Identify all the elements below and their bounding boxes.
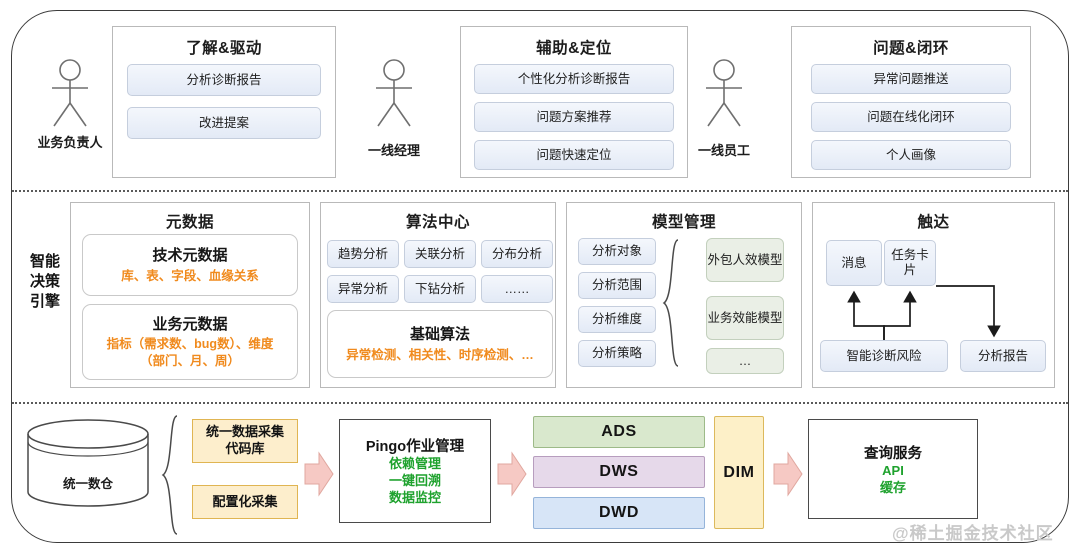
engine-label-line-1: 智能 — [29, 253, 60, 270]
card-subtitle-line-1: 指标（需求数、bug数）、维度 — [106, 337, 274, 352]
actor-label-3: 一线员工 — [697, 143, 750, 158]
feature-pill-fast-locate[interactable]: 问题快速定位 — [474, 140, 674, 170]
pingo-line-1: 依赖管理 — [388, 456, 441, 472]
model-pill-business-efficiency[interactable]: 业务效能模型 — [706, 296, 784, 340]
pingo-title: Pingo作业管理 — [365, 439, 465, 456]
algo-pill-distribution[interactable]: 分布分析 — [481, 240, 553, 268]
collect-box-config-collect[interactable]: 配置化采集 — [192, 485, 298, 519]
card-subtitle: 异常检测、相关性、时序检测、… — [346, 347, 534, 362]
reach-node-risk-diagnosis[interactable]: 智能诊断风险 — [820, 340, 948, 372]
card-title: 基础算法 — [409, 326, 470, 343]
collect-box-line-1: 配置化采集 — [212, 493, 278, 509]
collect-box-line-1: 统一数据采集 — [205, 424, 284, 440]
model-pill-object[interactable]: 分析对象 — [578, 238, 656, 265]
person-icon — [52, 59, 88, 127]
model-pill-scope[interactable]: 分析范围 — [578, 272, 656, 299]
algo-pill-correlation[interactable]: 关联分析 — [404, 240, 476, 268]
outer-container — [11, 10, 1069, 543]
warehouse-label: 统一数仓 — [62, 477, 113, 491]
model-pill-strategy[interactable]: 分析策略 — [578, 340, 656, 367]
panel-title-model-management: 模型管理 — [651, 214, 716, 231]
algo-pill-trend[interactable]: 趋势分析 — [327, 240, 399, 268]
algo-pill-anomaly[interactable]: 异常分析 — [327, 275, 399, 303]
card-subtitle-line-2: （部门、月、周） — [139, 353, 240, 368]
group-title-problem-closeloop: 问题&闭环 — [873, 40, 949, 57]
panel-title-algorithm-center: 算法中心 — [405, 214, 470, 231]
collect-box-line-2: 代码库 — [225, 441, 265, 456]
model-pill-more[interactable]: … — [706, 348, 784, 374]
person-icon — [706, 59, 742, 127]
reach-connector-arrows — [847, 285, 1001, 340]
layer-box-dim[interactable]: DIM — [714, 416, 764, 529]
query-line-1: API — [882, 462, 904, 478]
model-pill-dimension[interactable]: 分析维度 — [578, 306, 656, 333]
actor-label-2: 一线经理 — [367, 143, 420, 158]
layer-box-dws[interactable]: DWS — [533, 456, 705, 488]
card-subtitle: 库、表、字段、血缘关系 — [121, 268, 259, 283]
card-title: 技术元数据 — [152, 247, 228, 264]
box-pingo-job-management[interactable]: Pingo作业管理 依赖管理 一键回溯 数据监控 — [339, 419, 491, 523]
feature-pill-anomaly-push[interactable]: 异常问题推送 — [811, 64, 1011, 94]
section-separator-top — [12, 190, 1068, 192]
arrow-right-icon — [497, 451, 527, 497]
card-technical-metadata: 技术元数据 库、表、字段、血缘关系 — [82, 234, 298, 296]
actor-label-1: 业务负责人 — [37, 135, 103, 150]
card-business-metadata: 业务元数据 指标（需求数、bug数）、维度 （部门、月、周） — [82, 304, 298, 380]
feature-pill-improvement-proposal[interactable]: 改进提案 — [127, 107, 321, 139]
model-pill-outsource-efficiency[interactable]: 外包人效模型 — [706, 238, 784, 282]
reach-node-analysis-report[interactable]: 分析报告 — [960, 340, 1046, 372]
person-icon — [376, 59, 412, 127]
query-line-2: 缓存 — [879, 479, 906, 495]
feature-pill-personalized-report[interactable]: 个性化分析诊断报告 — [474, 64, 674, 94]
feature-pill-personal-profile[interactable]: 个人画像 — [811, 140, 1011, 170]
card-base-algorithm: 基础算法 异常检测、相关性、时序检测、… — [327, 310, 553, 378]
reach-node-message[interactable]: 消息 — [826, 240, 882, 286]
collect-box-unified-code[interactable]: 统一数据采集 代码库 — [192, 419, 298, 463]
group-panel-understand-drive — [112, 26, 336, 178]
layer-box-ads[interactable]: ADS — [533, 416, 705, 448]
box-query-service[interactable]: 查询服务 API 缓存 — [808, 419, 978, 519]
panel-title-metadata: 元数据 — [165, 214, 214, 231]
feature-pill-analysis-report[interactable]: 分析诊断报告 — [127, 64, 321, 96]
query-title: 查询服务 — [864, 445, 922, 462]
feature-pill-solution-recommend[interactable]: 问题方案推荐 — [474, 102, 674, 132]
group-title-understand-drive: 了解&驱动 — [186, 40, 262, 57]
group-title-assist-locate: 辅助&定位 — [536, 40, 612, 57]
engine-label-line-3: 引擎 — [29, 292, 60, 310]
layer-box-dwd[interactable]: DWD — [533, 497, 705, 529]
card-title: 业务元数据 — [152, 315, 228, 333]
reach-node-task-card[interactable]: 任务卡片 — [884, 240, 936, 286]
panel-title-reach: 触达 — [917, 214, 950, 231]
arrow-right-icon — [304, 451, 334, 497]
curly-brace-icon — [662, 239, 679, 367]
arrow-right-icon — [773, 451, 803, 497]
database-cylinder-icon — [27, 419, 149, 507]
algo-pill-more[interactable]: …… — [481, 275, 553, 303]
watermark: @稀土掘金技术社区 — [892, 524, 1054, 543]
engine-label: 智能 决策 引擎 — [14, 252, 76, 311]
pingo-line-3: 数据监控 — [388, 489, 441, 505]
feature-pill-online-closeloop[interactable]: 问题在线化闭环 — [811, 102, 1011, 132]
section-separator-bottom — [12, 402, 1068, 404]
pingo-line-2: 一键回溯 — [388, 473, 441, 489]
curly-brace-icon — [161, 415, 178, 535]
engine-label-line-2: 决策 — [29, 272, 60, 290]
algo-pill-drilldown[interactable]: 下钻分析 — [404, 275, 476, 303]
